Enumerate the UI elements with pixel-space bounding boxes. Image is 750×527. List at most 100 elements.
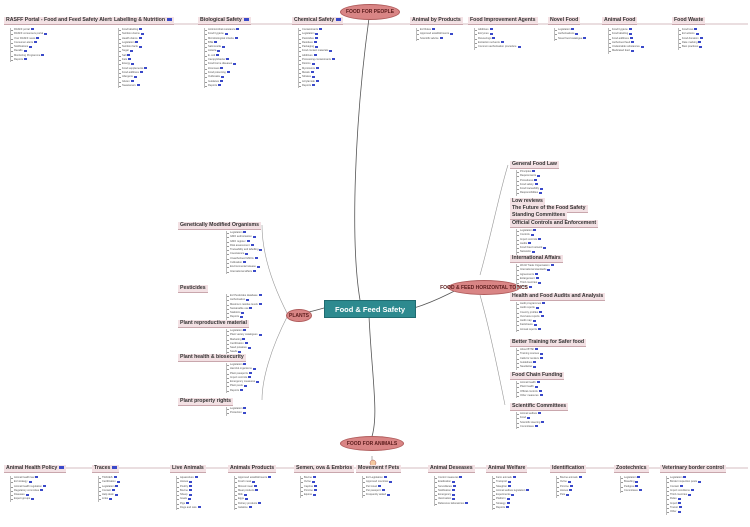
leaf-item[interactable]: Listeria <box>204 49 239 53</box>
leaf-item[interactable]: International standards <box>516 268 554 272</box>
category-biological-safety[interactable]: Biological Safety <box>198 17 251 25</box>
leaf-item[interactable]: Authorised feed <box>608 41 644 45</box>
leaf-item[interactable]: Requirements <box>516 174 543 178</box>
leaf-item[interactable]: Residues <box>298 41 335 45</box>
leaf-item[interactable]: Contact <box>98 489 120 493</box>
category-scientific-committees[interactable]: Scientific Committees <box>510 403 569 411</box>
category-animal-welfare[interactable]: Animal Welfare <box>486 465 528 473</box>
leaf-item[interactable]: Surveillance <box>434 485 468 489</box>
leaf-item[interactable]: Links <box>98 497 120 501</box>
leaf-item[interactable]: Reports <box>204 84 239 88</box>
leaf-item[interactable]: Legislation <box>554 28 586 32</box>
leaf-item[interactable]: Traceability and labelling <box>226 248 263 252</box>
leaf-item[interactable]: Factsheets <box>516 323 545 327</box>
leaf-item[interactable]: Bovine <box>176 489 201 493</box>
leaf-item[interactable]: Legislation <box>226 329 262 333</box>
leaf-item[interactable]: EU Rules <box>416 28 453 32</box>
leaf-item[interactable]: Fresh meat <box>234 480 271 484</box>
leaf-item[interactable]: Committees <box>620 489 642 493</box>
leaf-item[interactable]: Eggs <box>234 497 271 501</box>
leaf-item[interactable]: Dioxins <box>298 62 335 66</box>
leaf-item[interactable]: Allergens <box>118 75 147 79</box>
leaf-item[interactable]: Your RASFF news <box>10 37 47 41</box>
leaf-item[interactable]: Additives <box>474 28 521 32</box>
leaf-item[interactable]: Control measures <box>434 476 468 480</box>
leaf-item[interactable]: EU Pesticides database <box>226 294 262 298</box>
category-movement-f-pets[interactable]: Movement f Pets <box>356 465 402 473</box>
leaf-item[interactable]: Seed potatoes <box>226 346 262 350</box>
leaf-item[interactable]: Legislation <box>226 363 259 367</box>
leaf-item[interactable]: Horses <box>556 489 582 493</box>
category-plant-reproductive-material[interactable]: Plant reproductive material <box>178 320 249 328</box>
leaf-item[interactable]: EU Legislation <box>362 476 392 480</box>
leaf-item[interactable]: Responsibilities <box>516 191 543 195</box>
category-zootechnics[interactable]: Zootechnics <box>614 465 649 473</box>
leaf-item[interactable]: Reports <box>298 84 335 88</box>
leaf-item[interactable]: Reports <box>10 58 47 62</box>
leaf-item[interactable]: Border inspection posts <box>666 480 702 484</box>
leaf-item[interactable]: Training courses <box>516 352 544 356</box>
leaf-item[interactable]: TRACES <box>98 476 120 480</box>
leaf-item[interactable]: Experiments <box>492 493 529 497</box>
leaf-item[interactable]: Food hygiene <box>608 28 644 32</box>
leaf-item[interactable]: Platform <box>492 497 529 501</box>
leaf-item[interactable]: Certification <box>98 480 120 484</box>
leaf-item[interactable]: International affairs <box>226 270 262 274</box>
category-general-food-law[interactable]: General Food Law <box>510 161 559 169</box>
leaf-item[interactable]: Protection <box>226 411 246 415</box>
leaf-item[interactable]: Gluten <box>118 80 147 84</box>
category-semen-ova-embrios[interactable]: Semen, ova & Embrios <box>294 465 355 473</box>
leaf-item[interactable]: Other <box>666 510 701 514</box>
leaf-item[interactable]: Frequently asked <box>362 493 392 497</box>
leaf-item[interactable]: About BTSF <box>516 348 543 352</box>
food-feed-safety-center[interactable]: Food & Feed Safety <box>324 300 416 318</box>
leaf-item[interactable]: Legislation <box>620 476 642 480</box>
category-novel-food[interactable]: Novel Food <box>548 17 581 25</box>
leaf-item[interactable]: Legislation <box>226 231 262 235</box>
leaf-item[interactable]: Porcine <box>300 489 317 493</box>
leaf-item[interactable]: Third countries <box>666 493 701 497</box>
leaf-item[interactable]: Environmental release <box>226 265 262 269</box>
leaf-item[interactable]: Coexistence <box>226 252 262 256</box>
leaf-item[interactable]: Meat products <box>234 489 271 493</box>
leaf-item[interactable]: Pesticides <box>298 37 335 41</box>
leaf-item[interactable]: Codex <box>516 285 554 289</box>
leaf-item[interactable]: Food safety <box>516 183 543 187</box>
leaf-item[interactable]: Flavourings <box>474 37 521 41</box>
category-international-affairs[interactable]: International Affairs <box>510 255 563 263</box>
leaf-item[interactable]: Food donation <box>678 37 703 41</box>
leaf-item[interactable]: Minced meat <box>234 485 271 489</box>
category-veterinary-border-control[interactable]: Veterinary border control <box>660 465 726 473</box>
leaf-item[interactable]: Ovine <box>300 480 317 484</box>
leaf-item[interactable]: Gelatine <box>234 506 271 510</box>
leaf-item[interactable]: Strategy <box>492 502 529 506</box>
leaf-item[interactable]: Campylobacter <box>204 58 239 62</box>
leaf-item[interactable]: Reference laboratories <box>434 502 469 506</box>
leaf-item[interactable]: RASFF consumers portal <box>10 32 48 36</box>
leaf-item[interactable]: Transport <box>492 480 529 484</box>
leaf-item[interactable]: Pets <box>556 493 582 497</box>
leaf-item[interactable]: Farm animals <box>492 476 529 480</box>
leaf-item[interactable]: Sugar <box>118 49 147 53</box>
leaf-item[interactable]: Enlargement <box>516 277 554 281</box>
leaf-item[interactable]: Committees <box>516 425 544 429</box>
category-animal-deseases[interactable]: Animal Deseases <box>428 465 475 473</box>
leaf-item[interactable]: Procedures <box>516 179 543 183</box>
category-animal-health-policy[interactable]: Animal Health Policy <box>4 465 67 473</box>
leaf-item[interactable]: Harmful organisms <box>226 367 259 371</box>
leaf-item[interactable]: Health claims <box>118 37 147 41</box>
category-animals-products[interactable]: Animals Products <box>228 465 277 473</box>
category-food-improvement-agents[interactable]: Food Improvement Agents <box>468 17 538 25</box>
leaf-item[interactable]: Novel food catalogue <box>554 37 587 41</box>
leaf-item[interactable]: Overview reports <box>516 315 545 319</box>
leaf-item[interactable]: Food fraud network <box>516 246 547 250</box>
category-official-controls-and-enforcement[interactable]: Official Controls and Enforcement <box>510 220 599 228</box>
leaf-item[interactable]: EU strategy <box>10 480 46 484</box>
leaf-item[interactable]: Caprine <box>300 485 318 489</box>
leaf-item[interactable]: Help desk <box>98 493 120 497</box>
leaf-item[interactable]: Legislation <box>298 32 335 36</box>
leaf-item[interactable]: Breeding <box>620 480 642 484</box>
leaf-item[interactable]: Reports <box>226 315 262 319</box>
leaf-item[interactable]: Food borne diseases <box>204 62 239 66</box>
leaf-item[interactable]: Food traceability <box>516 187 544 191</box>
